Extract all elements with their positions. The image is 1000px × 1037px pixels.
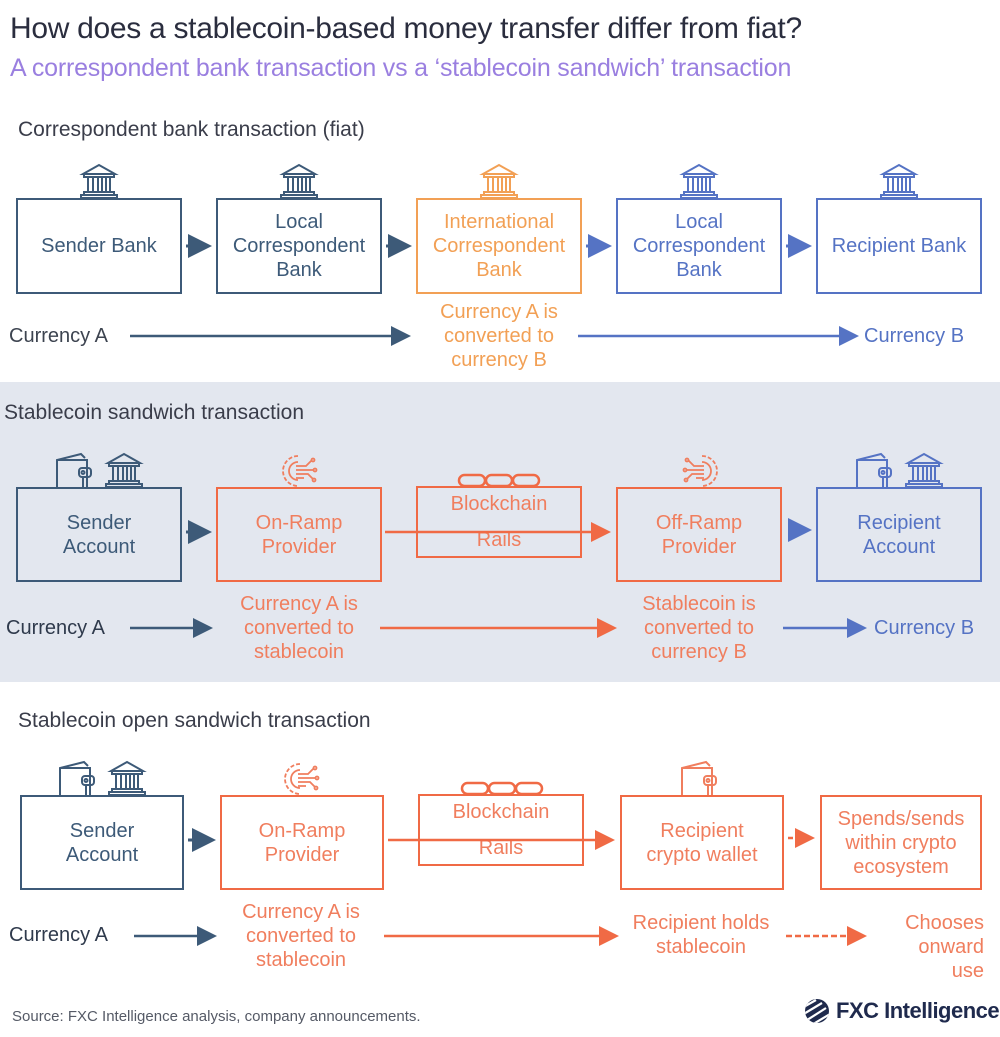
note-line: Stablecoin is	[642, 593, 756, 615]
flow-arrows-fiat	[130, 234, 859, 346]
node-label-line: within crypto	[845, 831, 957, 854]
node-sender-bank: Sender Bank	[16, 198, 182, 294]
node-label-line: Rails	[478, 837, 524, 859]
note-line: currency B	[451, 349, 547, 371]
node-on-ramp-provider: On-Ramp Provider	[220, 795, 384, 890]
node-blockchain-rails: Blockchain Rails	[418, 794, 584, 866]
flow-recipient-holds-note: Recipient holds stablecoin	[618, 911, 784, 959]
node-label-line: Account	[65, 843, 139, 866]
node-label-line: Recipient	[857, 511, 941, 534]
flow-start-currency-a: Currency A	[6, 617, 105, 639]
node-label-line: Sender	[69, 819, 135, 842]
node-label-line: On-Ramp	[258, 819, 346, 842]
node-label-line: Local	[275, 211, 323, 233]
note-line: converted to	[643, 617, 755, 639]
node-label-line: Rails	[476, 529, 522, 551]
gear-circuit-icon	[682, 455, 718, 487]
flow-start-currency-a: Currency A	[9, 924, 108, 946]
node-label-line: Sender	[66, 511, 132, 534]
node-label-line: Correspondent	[432, 235, 566, 257]
flow-offramp-note: Stablecoin is converted to currency B	[616, 592, 782, 664]
node-recipient-bank: Recipient Bank	[816, 198, 982, 294]
wallet-icon	[59, 760, 95, 796]
note-line: onward	[918, 936, 984, 958]
page-subtitle: A correspondent bank transaction vs a ‘s…	[10, 54, 792, 82]
note-line: currency B	[651, 641, 747, 663]
node-label-line: Blockchain	[452, 801, 550, 823]
note-line: stablecoin	[655, 936, 747, 958]
bank-icon	[879, 163, 919, 199]
page-title: How does a stablecoin-based money transf…	[10, 12, 802, 45]
node-label-line: Bank	[276, 259, 322, 281]
node-sender-account: Sender Account	[16, 487, 182, 582]
flow-arrows-sandwich	[130, 518, 867, 638]
node-label-line: Bank	[676, 259, 722, 281]
node-label-line: Provider	[264, 843, 340, 866]
gear-circuit-icon	[282, 455, 318, 487]
note-line: Currency A is	[240, 593, 358, 615]
note-line: use	[951, 960, 984, 982]
logo-text: FXC Intelligence	[836, 998, 1000, 1023]
flow-onramp-note: Currency A is converted to stablecoin	[216, 592, 382, 664]
note-line: converted to	[245, 925, 357, 947]
wallet-icon	[856, 452, 892, 488]
note-line: stablecoin	[253, 641, 345, 663]
bank-icon	[679, 163, 719, 199]
flow-conversion-note: Currency A is converted to currency B	[416, 300, 582, 372]
bank-icon	[79, 163, 119, 199]
node-label-line: Recipient	[660, 819, 744, 842]
wallet-icon	[681, 760, 717, 796]
node-local-correspondent-bank: Local Correspondent Bank	[216, 198, 382, 294]
node-off-ramp-provider: Off-Ramp Provider	[616, 487, 782, 582]
node-label-line: Account	[62, 535, 136, 558]
note-line: Currency A is	[440, 301, 558, 323]
node-label-line: Spends/sends	[837, 807, 965, 830]
note-line: stablecoin	[255, 949, 347, 971]
flow-end-currency-b: Currency B	[874, 617, 975, 639]
node-on-ramp-provider: On-Ramp Provider	[216, 487, 382, 582]
node-label-line: International	[443, 211, 555, 233]
node-label-line: Local	[675, 211, 723, 233]
brand-logo: FXC Intelligence	[804, 998, 1000, 1024]
wallet-icon	[56, 452, 92, 488]
source-note: Source: FXC Intelligence analysis, compa…	[12, 1008, 421, 1025]
node-label-line: Account	[862, 535, 936, 558]
note-line: Currency A is	[242, 901, 360, 923]
note-line: Recipient holds	[632, 912, 770, 934]
gear-circuit-icon	[284, 763, 320, 795]
section-title-open-sandwich: Stablecoin open sandwich transaction	[18, 709, 371, 732]
node-local-correspondent-bank-recipient: Local Correspondent Bank	[616, 198, 782, 294]
node-label-line: Provider	[661, 535, 737, 558]
node-label-line: Bank	[476, 259, 522, 281]
node-label-line: Blockchain	[450, 493, 548, 515]
node-label: Recipient Bank	[831, 235, 967, 257]
flow-end-onward-use: Chooses onward use	[866, 911, 984, 983]
node-label-line: Provider	[261, 535, 337, 558]
flow-arrows-open-sandwich	[134, 828, 867, 946]
note-line: converted to	[443, 325, 555, 347]
flow-onramp-note: Currency A is converted to stablecoin	[218, 900, 384, 972]
node-recipient-account: Recipient Account	[816, 487, 982, 582]
node-label: Sender Bank	[41, 235, 157, 257]
node-recipient-crypto-wallet: Recipient crypto wallet	[620, 795, 784, 890]
node-label-line: Correspondent	[632, 235, 766, 257]
node-blockchain-rails: Blockchain Rails	[416, 486, 582, 558]
node-label-line: Correspondent	[232, 235, 366, 257]
flow-start-currency-a: Currency A	[9, 325, 108, 347]
flow-end-currency-b: Currency B	[864, 325, 965, 347]
node-international-correspondent-bank: International Correspondent Bank	[416, 198, 582, 294]
node-label-line: Off-Ramp	[655, 511, 743, 534]
note-line: Chooses	[905, 912, 984, 934]
node-label-line: On-Ramp	[255, 511, 343, 534]
node-label-line: ecosystem	[853, 855, 949, 878]
node-sender-account: Sender Account	[20, 795, 184, 890]
fxc-logo-icon	[805, 999, 829, 1023]
note-line: converted to	[243, 617, 355, 639]
section-title-sandwich: Stablecoin sandwich transaction	[4, 401, 305, 424]
section-title-fiat: Correspondent bank transaction (fiat)	[18, 118, 365, 141]
node-spends-sends-within-crypto: Spends/sends within crypto ecosystem	[820, 795, 982, 890]
node-label-line: crypto wallet	[646, 843, 758, 866]
